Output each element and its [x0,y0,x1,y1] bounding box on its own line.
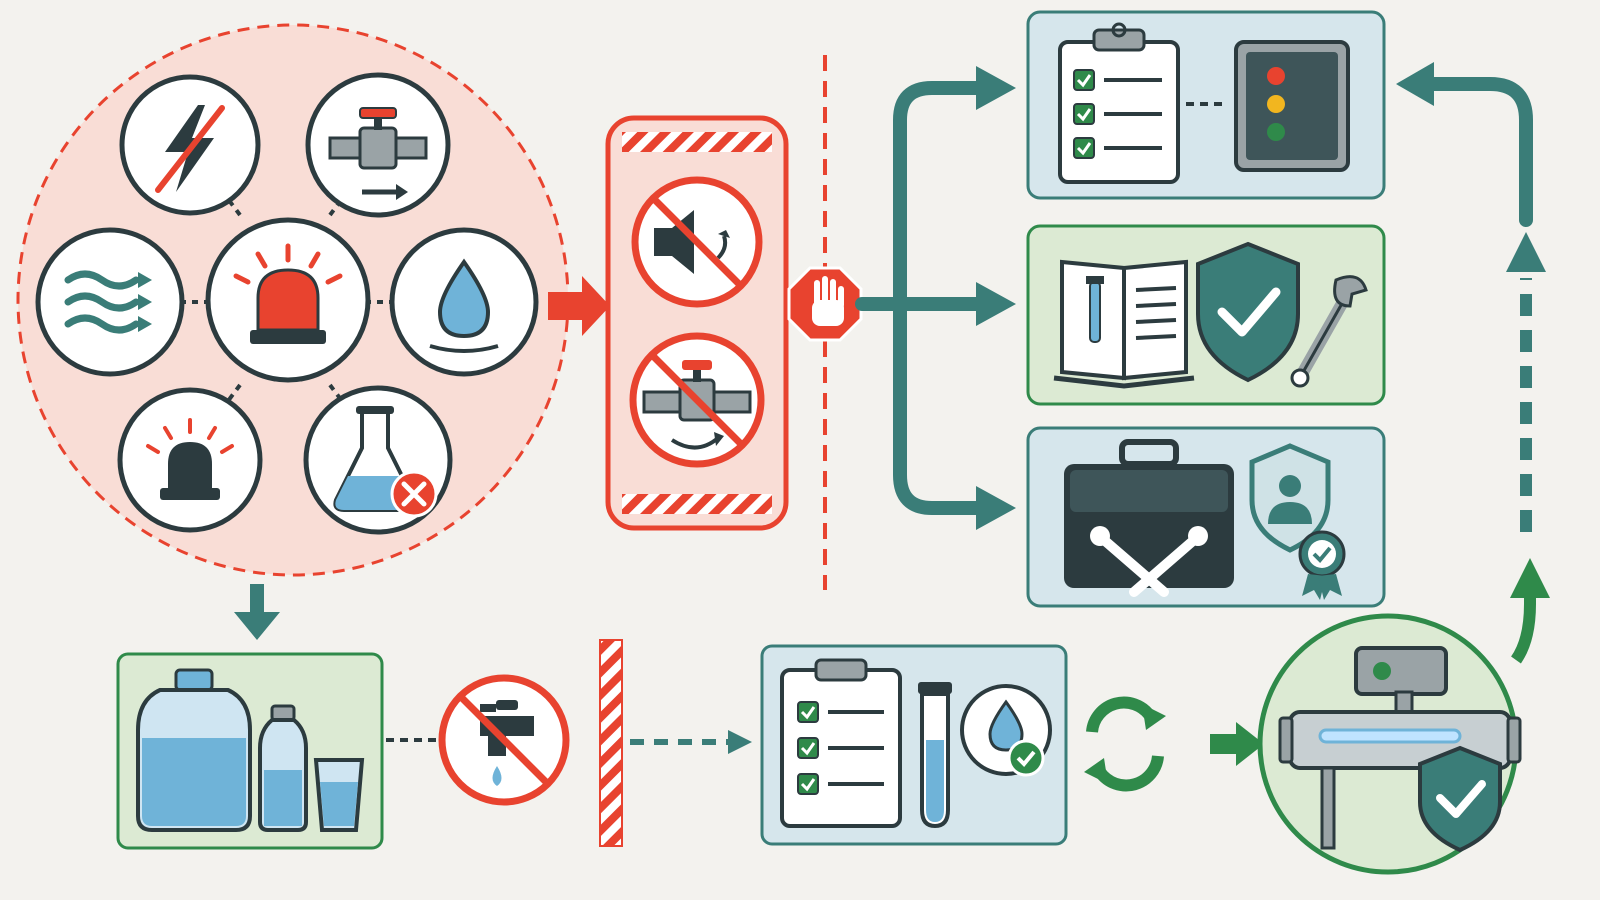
branch-arrowheads [976,66,1016,530]
shield-check-icon [1196,241,1300,383]
test-tube-icon [918,682,952,829]
water-jug-icon [136,668,252,832]
wrench-icon [1290,275,1368,388]
arrow-to-stop-panel [548,276,610,336]
response-card-checklist [1026,10,1386,200]
water-safe-icon [960,684,1052,777]
checklist-icon [780,658,902,828]
lab-flask-fail-icon [303,385,453,535]
hazard-cluster [16,23,570,577]
no-valve-operation-icon [629,332,765,468]
manual-book-icon [1053,259,1195,389]
testing-card [760,644,1068,846]
toolbox-icon [1064,439,1234,597]
water-bottle-icon [258,704,308,832]
barrier-post [599,639,623,847]
wind-waves-icon [35,227,185,377]
arrow-to-testing [630,730,752,754]
no-sound-icon [631,176,763,308]
stop-hand-icon [787,266,863,342]
certified-technician-icon [1249,443,1346,600]
uv-unit-circle [1257,613,1522,875]
response-card-manual [1026,224,1386,406]
response-card-toolbox [1026,426,1386,608]
power-outage-icon [119,74,261,216]
return-arrows [1396,62,1550,664]
checklist-icon [1058,22,1180,184]
shield-check-icon [1418,745,1502,853]
water-drop-icon [389,227,539,377]
uv-sterilizer-icon [1278,646,1522,850]
no-tap-water-icon [438,674,570,806]
siren-icon [205,217,371,383]
arrow-to-uv-unit [1210,722,1264,766]
stop-panel [605,115,789,531]
valve-flow-icon [305,72,451,218]
warning-light-icon [117,387,263,533]
arrow-to-water-supply [234,584,280,640]
water-glass-icon [313,758,365,832]
control-panel-icon [1234,40,1350,172]
water-supply-card [116,652,384,850]
